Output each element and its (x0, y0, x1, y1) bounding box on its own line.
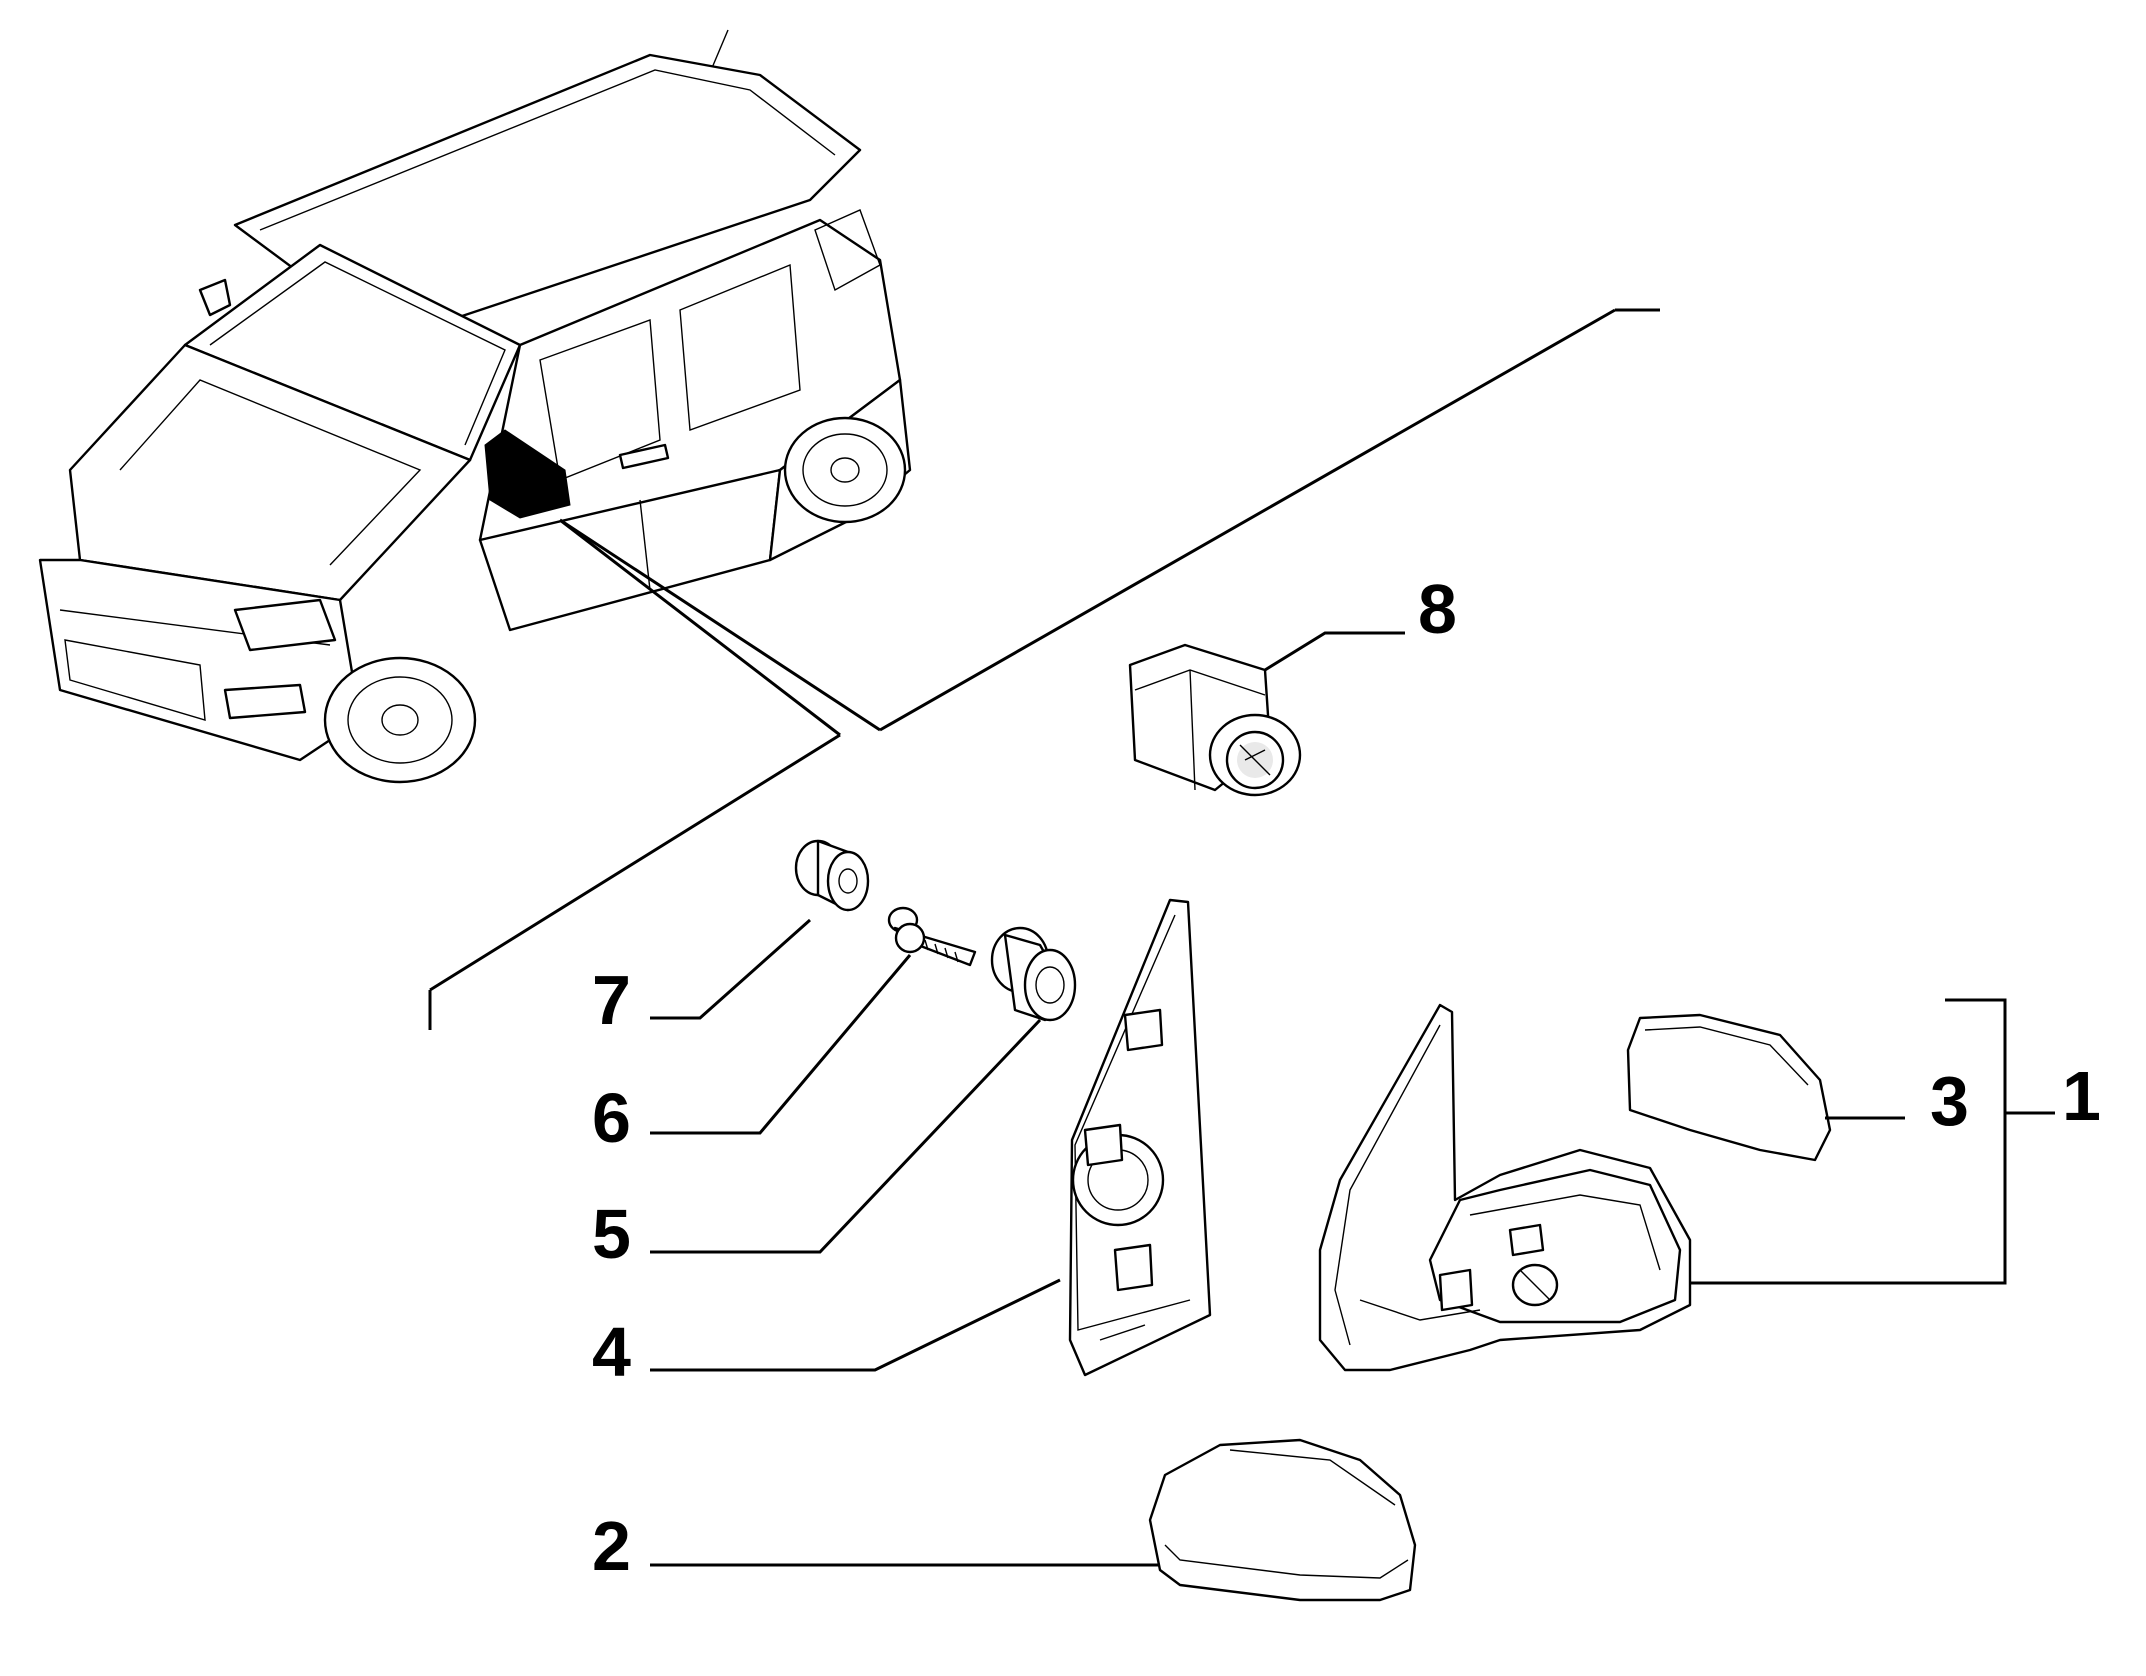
callout-8: 8 (1418, 570, 1457, 648)
callout-3: 3 (1930, 1062, 1969, 1140)
highlighted-mirror (484, 429, 571, 519)
callout-1: 1 (2062, 1057, 2101, 1135)
callout-4: 4 (592, 1313, 631, 1391)
callout-2: 2 (592, 1507, 631, 1585)
callout-6: 6 (592, 1079, 631, 1157)
part-4-trim-panel (1068, 898, 1212, 1377)
callout-leaders (650, 631, 2055, 1567)
part-6-bolt (887, 906, 977, 967)
rear-wheel (783, 416, 907, 524)
overview-leaders (428, 308, 1660, 1030)
callout-labels: 8 7 6 5 4 2 3 1 (592, 570, 2101, 1585)
callout-7: 7 (592, 961, 631, 1039)
part-7-nut (794, 839, 870, 912)
part-5-grommet (990, 926, 1077, 1022)
callout-5: 5 (592, 1195, 631, 1273)
part-8-switch (1128, 643, 1302, 797)
part-2-cover-cap (1148, 1438, 1417, 1602)
front-wheel (323, 656, 477, 784)
car-illustration (38, 29, 912, 784)
part-3-mirror-glass (1626, 1013, 1832, 1162)
part-1-mirror-assembly (1318, 1003, 1692, 1372)
